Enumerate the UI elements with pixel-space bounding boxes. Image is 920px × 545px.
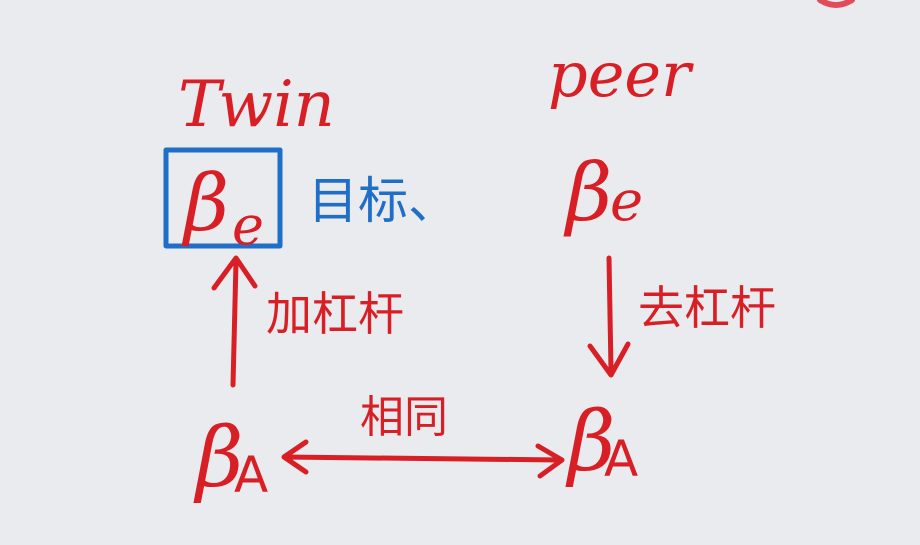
right-beta-e-subscript: e xyxy=(610,169,643,234)
twin-heading: Twin xyxy=(178,68,335,142)
left-beta-a-subscript: A xyxy=(234,446,268,504)
left-beta-e-symbol: β xyxy=(181,159,229,249)
same-double-arrow xyxy=(281,439,565,479)
target-note: 目标、 xyxy=(308,172,458,230)
right-beta-a-subscript: A xyxy=(604,430,638,488)
same-label: 相同 xyxy=(360,392,448,443)
reduce-leverage-label: 去杠杆 xyxy=(638,281,776,335)
right-down-arrow xyxy=(587,255,631,378)
target-highlight-box xyxy=(163,147,283,249)
peer-heading: peer xyxy=(548,38,694,111)
right-beta-e-symbol: β xyxy=(563,146,612,239)
right-beta-a-symbol: β xyxy=(565,395,615,490)
add-leverage-label: 加杠杆 xyxy=(266,287,404,341)
left-up-arrow xyxy=(211,255,258,388)
left-beta-a-symbol: β xyxy=(193,411,243,506)
left-beta-e-subscript: e xyxy=(232,194,264,257)
corner-mark xyxy=(817,0,855,8)
